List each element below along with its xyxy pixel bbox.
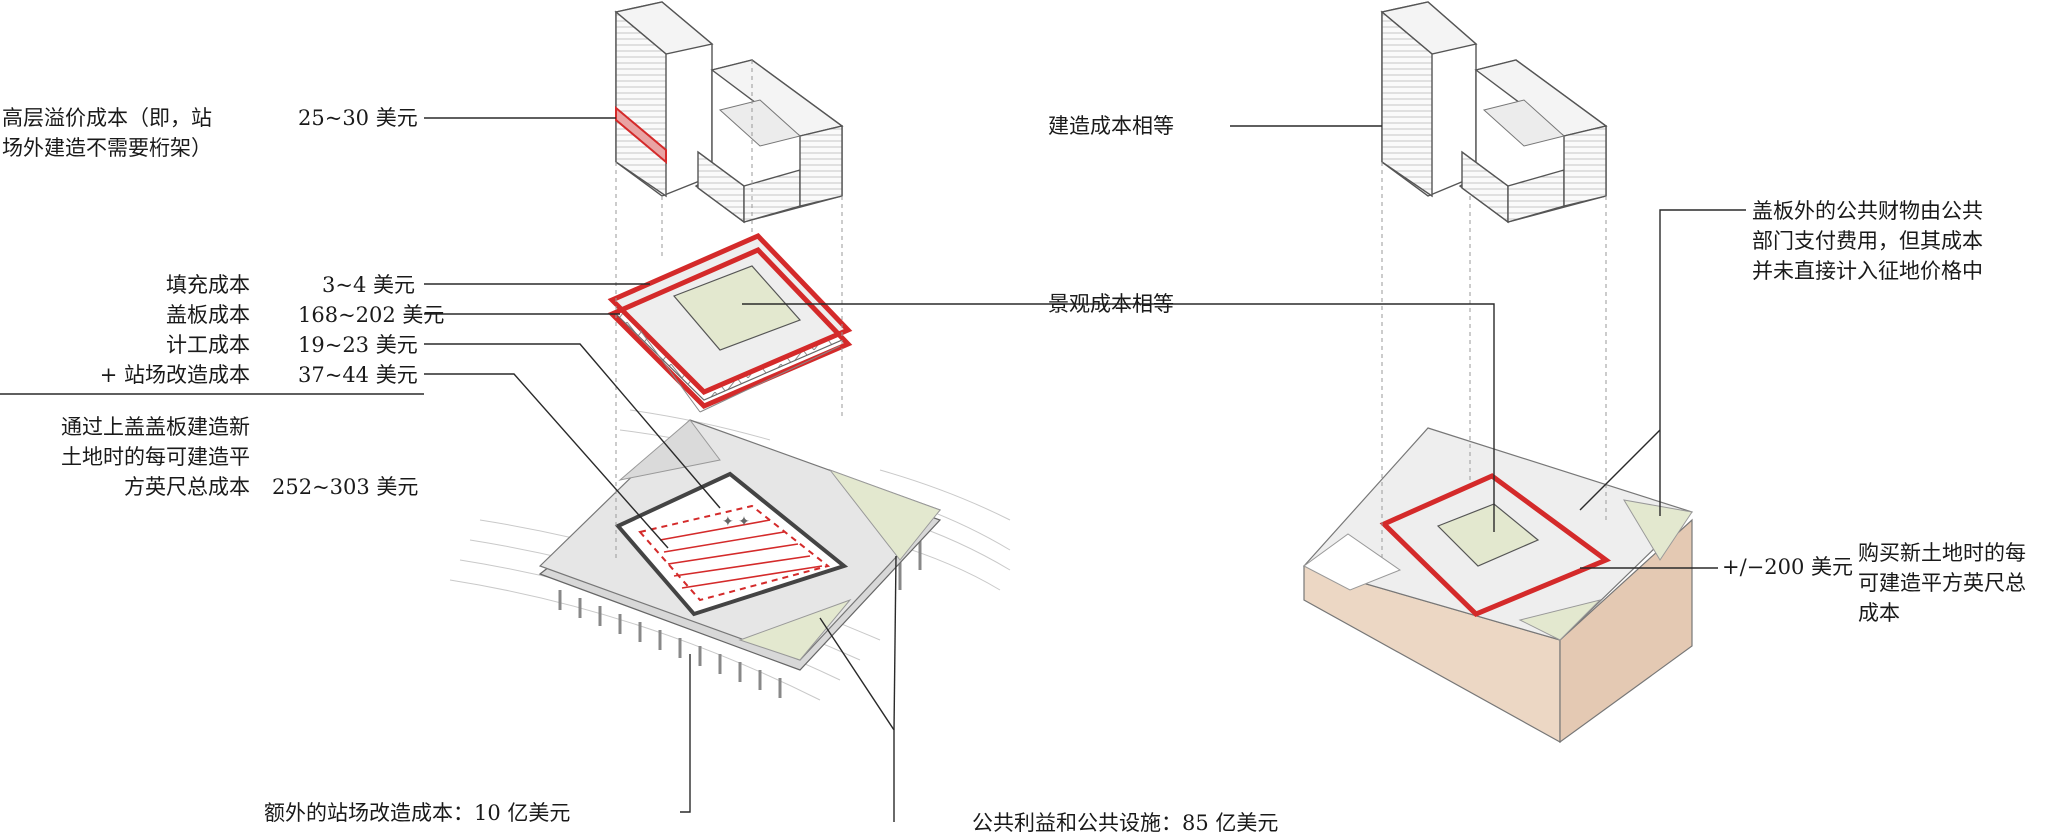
svg-text:✦ ✦: ✦ ✦ [722, 514, 750, 530]
left-tower [614, 1, 844, 224]
station-value: 37~44 美元 [298, 363, 418, 387]
right-value: +/−200 美元 [1722, 555, 1854, 579]
deck-label: 盖板成本 [166, 303, 250, 327]
labor-label: 计工成本 [166, 333, 250, 357]
extra-station-cost: 额外的站场改造成本：10 亿美元 [264, 801, 571, 825]
public-benefit-cost: 公共利益和公共设施：85 亿美元 [972, 811, 1279, 835]
labor-value: 19~23 美元 [298, 333, 418, 357]
left-deck [607, 233, 853, 413]
right-land [1302, 427, 1694, 744]
premium-value: 25~30 美元 [298, 106, 418, 130]
fill-value: 3~4 美元 [322, 273, 415, 297]
public-assets-note: 盖板外的公共财物由公共 部门支付费用，但其成本 并未直接计入征地价格中 [1752, 199, 1983, 283]
landscape-equal-label: 景观成本相等 [1048, 292, 1174, 316]
station-label: + 站场改造成本 [99, 363, 250, 387]
leader-lines [0, 117, 1746, 822]
fill-label: 填充成本 [166, 273, 250, 297]
projection-lines [615, 60, 1607, 560]
deck-value: 168~202 美元 [298, 303, 445, 327]
construction-equal-label: 建造成本相等 [1048, 114, 1174, 138]
total-value: 252~303 美元 [272, 475, 419, 499]
left-base: ✦ ✦ [449, 409, 1011, 701]
premium-label: 高层溢价成本（即，站 场外建造不需要桁架） [2, 106, 212, 160]
right-total-label: 购买新土地时的每 可建造平方英尺总 成本 [1858, 541, 2026, 625]
right-tower [1380, 1, 1608, 224]
total-label: 通过上盖盖板建造新 土地时的每可建造平 方英尺总成本 [61, 415, 250, 499]
